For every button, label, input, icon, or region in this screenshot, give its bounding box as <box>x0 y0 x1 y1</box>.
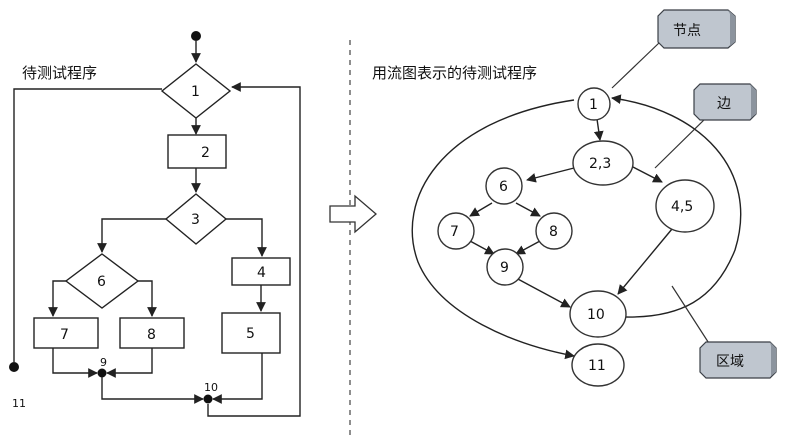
flow-box-5 <box>221 312 281 354</box>
junction-9-label: 9 <box>100 356 107 369</box>
end-dot <box>9 362 19 372</box>
graph-node-1 <box>577 87 611 121</box>
transform-arrow-icon <box>329 194 377 234</box>
left-flowchart: 待测试程序 1 2 3 6 7 8 <box>9 31 301 417</box>
edge-1-11 <box>13 88 162 362</box>
end-label: 11 <box>12 397 26 410</box>
callout-region-label: 区域 <box>716 354 744 370</box>
callout-edge-label: 边 <box>717 96 731 112</box>
graph-node-10-label: 10 <box>587 307 605 323</box>
graph-node-7 <box>437 212 475 250</box>
graph-node-9-label: 9 <box>500 260 509 276</box>
edge-8-9 <box>515 240 541 255</box>
graph-node-6 <box>485 167 523 205</box>
callout-edge-shade <box>750 84 756 118</box>
edge-7-9 <box>52 348 98 378</box>
edge-8-9 <box>106 348 153 378</box>
edge-5-10 <box>212 353 263 404</box>
flow-box-4 <box>231 257 291 286</box>
flow-box-5-label: 5 <box>246 326 255 342</box>
edge-3-6 <box>97 218 166 253</box>
callout-edge-pointer <box>654 115 709 169</box>
flow-box-7 <box>33 317 99 349</box>
edge-23-6 <box>526 167 575 183</box>
graph-node-9 <box>486 248 524 286</box>
edge-6-7 <box>469 202 493 217</box>
flow-diamond-3 <box>164 193 228 245</box>
edge-1-11-outer <box>411 99 575 360</box>
graph-node-7-label: 7 <box>450 224 459 240</box>
graph-node-45-label: 4,5 <box>671 199 693 215</box>
junction-10-label: 10 <box>204 381 218 394</box>
right-title: 用流图表示的待测试程序 <box>372 64 537 82</box>
edge-9-10 <box>101 377 204 404</box>
edge-45-10 <box>617 228 673 295</box>
flow-diamond-6 <box>64 253 140 309</box>
edge-10-1-outer <box>611 94 742 318</box>
edge-7-9 <box>469 240 495 255</box>
edge-9-10 <box>515 277 571 308</box>
graph-node-11-label: 11 <box>588 358 606 374</box>
callout-region-shade <box>770 342 776 376</box>
graph-node-23-label: 2,3 <box>589 156 611 172</box>
graph-node-11 <box>571 343 625 387</box>
flow-diamond-3-label: 3 <box>191 212 200 228</box>
callout-node-shade <box>728 10 735 46</box>
flow-box-7-label: 7 <box>60 327 69 343</box>
flow-diamond-6-label: 6 <box>97 274 106 290</box>
edge-3-4 <box>226 218 267 257</box>
left-title: 待测试程序 <box>22 64 97 82</box>
flow-box-8 <box>119 317 185 349</box>
callout-region-pointer <box>671 285 713 349</box>
edge-1-23 <box>593 118 604 141</box>
graph-node-45 <box>655 179 715 233</box>
callout-node-pointer <box>611 41 661 89</box>
flow-diamond-1-label: 1 <box>191 84 200 100</box>
graph-node-8-label: 8 <box>549 224 558 240</box>
start-dot <box>191 31 201 41</box>
flow-box-4-label: 4 <box>257 265 266 281</box>
flow-box-2 <box>167 134 227 169</box>
graph-node-10 <box>569 290 627 338</box>
flow-box-2-label: 2 <box>201 145 210 161</box>
edge-6-7 <box>48 280 66 317</box>
junction-10 <box>203 394 213 404</box>
graph-node-1-label: 1 <box>589 97 598 113</box>
edge-6-8 <box>515 202 541 217</box>
graph-node-8 <box>535 212 573 250</box>
graph-node-6-label: 6 <box>499 179 508 195</box>
right-flowgraph: 用流图表示的待测试程序 1 2,3 4,5 6 7 8 9 10 <box>372 9 777 387</box>
edge-23-45 <box>630 165 663 183</box>
flow-box-8-label: 8 <box>147 327 156 343</box>
junction-9 <box>97 368 107 378</box>
callout-node-label: 节点 <box>673 23 701 39</box>
edge-10-1-loop <box>207 82 301 417</box>
graph-node-23 <box>572 140 634 186</box>
edge-6-8 <box>138 280 157 317</box>
